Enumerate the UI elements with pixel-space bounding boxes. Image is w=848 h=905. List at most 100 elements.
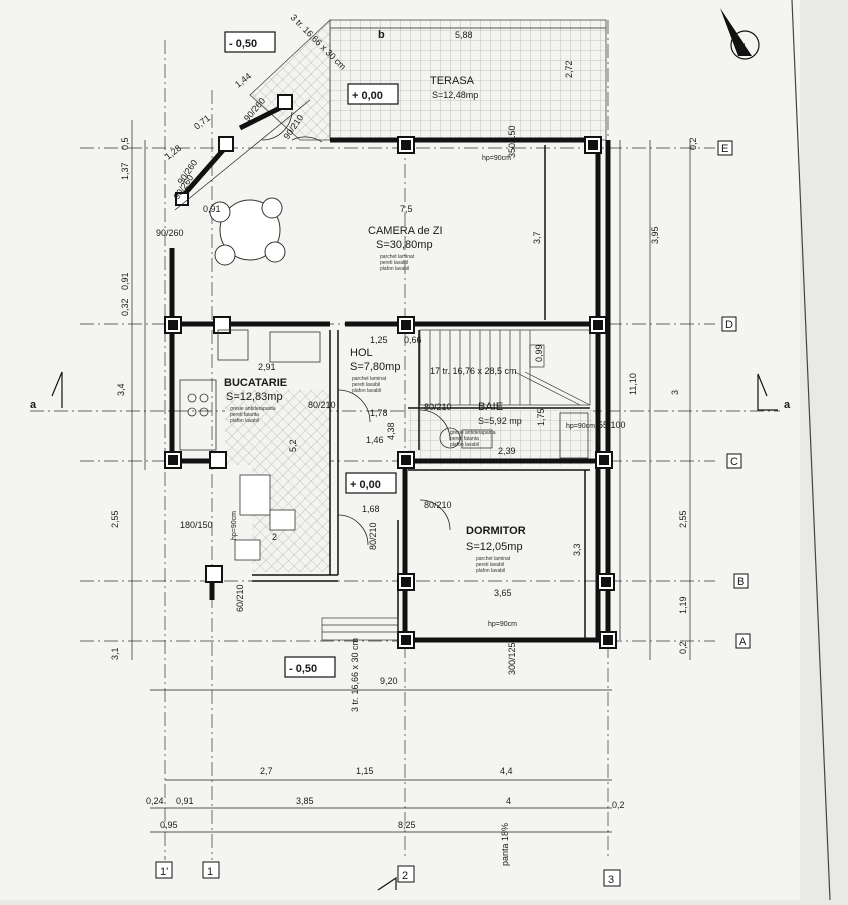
dim-137: 1,37 [120,162,130,180]
dim-02a: 0,2 [678,641,688,654]
dim-024: 0,24 [146,796,164,806]
hp-dorm: hp=90cm [488,621,517,628]
opening-d11: 60/210 [235,584,245,612]
dim-175: 1,75 [536,408,546,426]
level-top: - 0,50 [229,38,257,50]
axis-D: D [725,319,733,331]
level-bottom: - 0,50 [289,663,317,675]
dim-588: 5,88 [455,30,473,40]
section-mark-left: a [30,399,37,411]
dim-255b: 2,55 [678,510,688,528]
axis-E: E [721,143,728,155]
entrance-steps [321,617,399,641]
dim-091a: 0,91 [203,204,221,214]
dimension-lines [131,27,691,833]
dim-75: 7,5 [400,204,413,214]
staircase [419,329,591,406]
room-hol-finish-2: pereti lavabil [352,382,380,388]
dim-091c: 0,91 [176,796,194,806]
dim-255a: 2,55 [110,510,120,528]
dim-146: 1,46 [366,435,384,445]
opening-d6: 80/210 [308,400,336,410]
dim-385: 3,85 [296,796,314,806]
room-buc-finish-3: plafon lavabil [230,418,259,424]
opening-d10: 180/150 [180,520,213,530]
room-dormitor-area: S=12,05mp [466,541,523,553]
hp-terasa: hp=90cm [482,155,511,162]
dim-178: 1,78 [370,408,388,418]
room-baie-finish-3: plafon lavabil [450,442,479,448]
dim-272: 2,72 [564,60,574,78]
north-label: N [739,42,746,52]
room-dormitor-name: DORMITOR [466,525,526,537]
axis-labels: E D C B A 1' 1 2 3 [155,140,751,887]
room-baie-name: BAIE [478,401,503,413]
bath-fixtures [439,412,589,459]
dim-37: 3,7 [532,231,542,244]
opening-d14: 80/210 [368,522,378,550]
opening-d5: 90/260 [156,228,184,238]
dim-168: 1,68 [362,504,380,514]
bath-floor [408,410,593,465]
dim-920: 9,20 [380,676,398,686]
kitchen-floor [225,390,330,572]
dim-825: 8,25 [398,820,416,830]
misc-labels: hp=90cm hp=90cm hp=90cm hp=90cm [231,155,595,628]
dim-438: 4,38 [386,422,396,440]
dim-34: 3,4 [116,383,126,396]
dim-44: 4,4 [500,766,513,776]
dim-02c: 0,2 [612,800,625,810]
door-swings [261,111,451,546]
room-bucatarie-name: BUCATARIE [224,377,287,389]
dim-33: 3,3 [572,543,582,556]
room-camera-finish-2: pereti lavabil [380,260,408,266]
room-buc-finish-1: gresie antiderapanta [230,406,276,412]
room-hol-finish-3: plafon lavabil [352,388,381,394]
dim-125: 1,25 [370,335,388,345]
stairs-bottom-label: 3 tr. 16,66 x 30 cm [350,638,360,712]
room-bucatarie-area: S=12,83mp [226,391,283,403]
dim-05: 0,5 [120,137,130,150]
column-cores [168,140,613,645]
axis-1: 1 [207,866,213,878]
room-baie-finish-1: gresie antiderapanta [450,430,496,436]
level-marks: - 0,50 + 0,00 + 0,00 - 0,50 [224,31,399,678]
hp-baie: hp=90cm [566,423,595,430]
opening-d9: 80/210 [424,500,452,510]
dim-02b: 0,2 [688,137,698,150]
hp-buc: hp=90cm [231,511,238,540]
dim-31: 3,1 [110,647,120,660]
room-terasa-name: TERASA [430,75,475,87]
dim-52: 5,2 [288,439,298,452]
room-baie-finish-2: pereti faianta [450,436,479,442]
axis-C: C [730,456,738,468]
room-labels: TERASA S=12,48mp CAMERA de ZI S=30,80mp … [224,75,526,574]
axis-B: B [737,576,744,588]
dimension-texts: 5,88 2,72 7,5 3,7 3,95 0,91 1,28 0,71 1,… [110,30,698,830]
dim-291: 2,91 [258,362,276,372]
room-hol-name: HOL [350,347,373,359]
stairs-main-label: 17 tr. 16,76 x 28,5 cm [430,366,517,376]
rect-label: 0,99 [534,344,544,362]
north-arrow-icon: N [720,8,760,60]
level-terrace: + 0,00 [352,90,383,102]
room-terasa-area: S=12,48mp [432,90,478,100]
dim-115: 1,15 [356,766,374,776]
room-dorm-finish-2: pereti lavabil [476,562,504,568]
dim-4: 4 [506,796,511,806]
dim-119: 1,19 [678,596,688,614]
sheet-border-line [791,0,831,901]
dim-395: 3,95 [650,226,660,244]
dim-1110: 11,10 [628,373,638,395]
section-mark-right: a [784,399,791,411]
kitchen-furniture [179,329,321,561]
terrace-mark: b [378,29,385,41]
opening-d12: 300/125 [507,642,517,675]
room-dorm-finish-3: plafon lavabil [476,568,505,574]
opening-d13: 350/150 [507,125,517,158]
dim-066: 0,66 [404,335,422,345]
axis-1p: 1' [160,866,168,878]
opening-d7: 80/210 [424,402,452,412]
